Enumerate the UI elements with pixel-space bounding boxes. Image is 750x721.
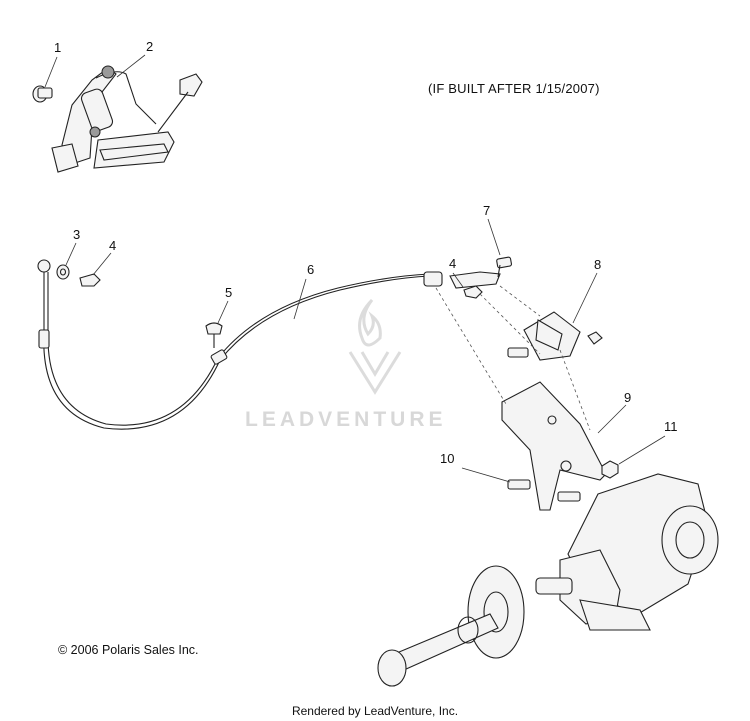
callout-9: 9: [624, 390, 632, 405]
push-pin-part-5: [205, 322, 223, 348]
copyright-text: © 2006 Polaris Sales Inc.: [58, 643, 199, 657]
caliper-part-8: [507, 311, 603, 361]
callout-4-right: 4: [449, 256, 457, 271]
leader-lines: [44, 54, 666, 483]
watermark-text: LEADVENTURE: [245, 408, 447, 431]
callout-10: 10: [440, 451, 455, 466]
callout-2: 2: [146, 39, 154, 54]
nut-part-11: [601, 460, 619, 479]
callout-4-left: 4: [109, 238, 117, 253]
bracket-part-9: [501, 381, 607, 511]
bolt-part-10: [507, 479, 531, 490]
callout-7: 7: [483, 203, 491, 218]
callout-5: 5: [225, 285, 233, 300]
pedal-assembly: [51, 65, 203, 173]
clevis-pin-part-7: [496, 256, 512, 278]
callout-6: 6: [307, 262, 315, 277]
callout-3: 3: [73, 227, 81, 242]
build-date-note: (IF BUILT AFTER 1/15/2007): [428, 81, 600, 96]
footer-credit: Rendered by LeadVenture, Inc.: [291, 704, 459, 718]
callout-1: 1: [54, 40, 62, 55]
bolt-part-1: [32, 85, 53, 103]
clip-part-4-left: [79, 273, 101, 287]
callout-11: 11: [664, 419, 678, 434]
callout-8: 8: [594, 257, 602, 272]
washer-part-3: [56, 264, 70, 280]
brake-cable-part-6: [37, 259, 501, 430]
clip-part-4-right: [463, 285, 483, 299]
gearcase-assembly: [377, 473, 719, 687]
watermark-logo: [348, 298, 402, 395]
